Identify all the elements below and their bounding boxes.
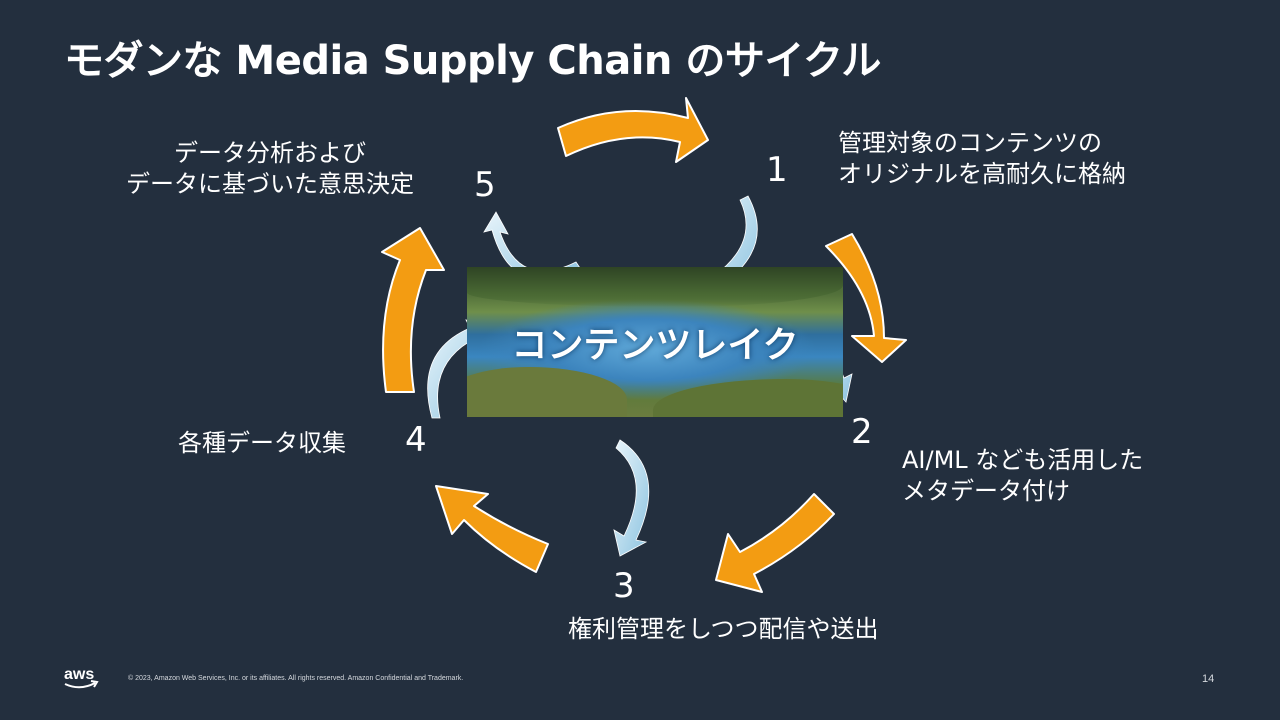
step-label-5: データ分析および データに基づいた意思決定 (126, 138, 414, 200)
step-2-line-1: AI/ML なども活用した (902, 446, 1144, 474)
step-label-4: 各種データ収集 (178, 428, 346, 459)
step-4-line-1: 各種データ収集 (178, 429, 346, 457)
cycle-arrow-5-to-1 (557, 97, 709, 163)
step-number-4: 4 (405, 420, 427, 460)
step-label-2: AI/ML なども活用した メタデータ付け (902, 445, 1143, 507)
step-label-1: 管理対象のコンテンツの オリジナルを高耐久に格納 (838, 128, 1126, 190)
step-number-5: 5 (474, 165, 496, 205)
step-1-line-2: オリジナルを高耐久に格納 (838, 160, 1126, 188)
step-number-3: 3 (613, 566, 635, 606)
step-label-3: 権利管理をしつつ配信や送出 (568, 614, 879, 645)
copyright-text: © 2023, Amazon Web Services, Inc. or its… (128, 675, 464, 682)
step-2-line-2: メタデータ付け (902, 477, 1070, 505)
step-3-line-1: 権利管理をしつつ配信や送出 (568, 615, 879, 643)
step-number-1: 1 (766, 150, 788, 190)
content-lake-label: コンテンツレイク (511, 325, 799, 366)
slide-title: モダンな Media Supply Chain のサイクル (64, 38, 881, 84)
step-5-line-2: データに基づいた意思決定 (126, 170, 414, 198)
cycle-arrow-2-to-3 (715, 493, 835, 593)
lake-hills (467, 267, 843, 307)
page-number: 14 (1202, 673, 1215, 685)
step-number-2: 2 (851, 412, 873, 452)
cycle-arrow-1-to-2 (825, 233, 907, 363)
step-1-line-1: 管理対象のコンテンツの (838, 129, 1102, 157)
aws-logo-icon: aws (64, 666, 99, 689)
cycle-arrow-4-to-5 (381, 227, 445, 393)
content-lake-image: コンテンツレイク (467, 267, 843, 417)
inner-arrow-3 (613, 439, 650, 557)
aws-logo-text: aws (64, 666, 94, 683)
cycle-arrow-3-to-4 (435, 485, 549, 573)
step-5-line-1: データ分析および (174, 139, 366, 167)
